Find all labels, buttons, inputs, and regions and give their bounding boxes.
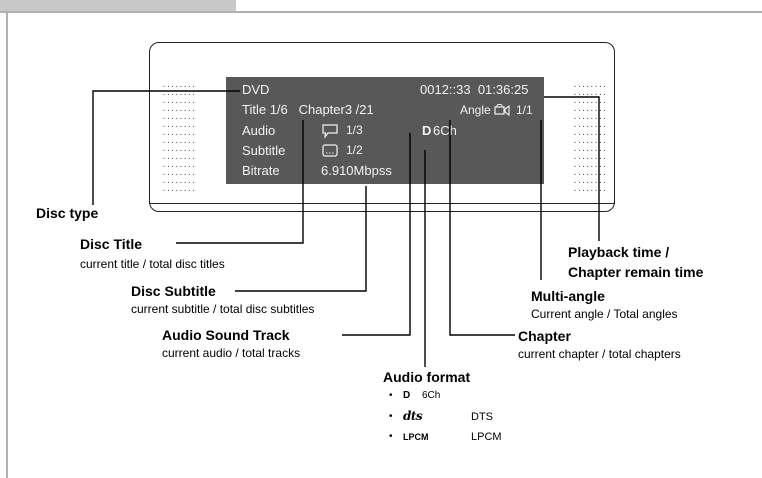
speaker-grille-left: ........ ........ ........ ........ ....… [162, 82, 196, 194]
osd-title-chapter: Title 1/6 Chapter3 /21 [242, 102, 374, 117]
line-disc-type [92, 90, 240, 205]
player-panel-base [149, 203, 615, 213]
label-playback-line2: Chapter remain time [568, 264, 704, 280]
desc-disc-subtitle: current subtitle / total disc subtitles [131, 302, 315, 316]
format-bullet-1: • [389, 390, 393, 401]
format-name-lpcm: LPCM [471, 431, 502, 443]
label-disc-subtitle: Disc Subtitle [131, 283, 216, 299]
label-audio-track: Audio Sound Track [162, 327, 290, 343]
subtitle-box-icon [322, 144, 338, 157]
speaker-grille-right: ........ ........ ........ ........ ....… [573, 82, 607, 194]
osd-screen: DVD 0012::33 01:36:25 Title 1/6 Chapter3… [226, 77, 544, 184]
format-bullet-2: • [389, 411, 393, 422]
speech-bubble-icon [322, 124, 338, 138]
line-chapter [449, 120, 515, 336]
format-name-6ch: 6Ch [422, 390, 441, 401]
label-disc-type: Disc type [36, 205, 99, 221]
osd-subtitle-value: 1/2 [346, 143, 363, 157]
osd-time: 0012::33 01:36:25 [420, 82, 529, 97]
angle-camera-icon [494, 104, 510, 117]
osd-angle-label: Angle [460, 103, 491, 117]
line-playback [544, 96, 600, 241]
format-bullet-3: • [389, 431, 393, 442]
osd-audio-value: 1/3 [346, 123, 363, 137]
line-audio-track [342, 133, 411, 336]
label-chapter: Chapter [518, 328, 571, 344]
osd-audio-label: Audio [242, 123, 276, 138]
osd-disc-type: DVD [242, 82, 270, 97]
header-tab [0, 0, 236, 11]
osd-dolby-d-logo: D [422, 123, 432, 138]
frame-top-rule [0, 11, 762, 13]
osd-audio-format: 6Ch [433, 123, 457, 138]
osd-bitrate-value: 6.910Mbpss [321, 163, 392, 178]
label-multi-angle: Multi-angle [531, 288, 605, 304]
frame-left-rule [6, 11, 8, 478]
osd-angle-value: 1/1 [516, 103, 533, 117]
line-disc-title [176, 120, 304, 244]
format-logo-dts: dts [403, 409, 423, 423]
osd-subtitle-label: Subtitle [242, 143, 286, 158]
format-name-dts: DTS [471, 411, 493, 423]
label-disc-title: Disc Title [80, 236, 142, 252]
line-disc-subtitle [235, 186, 367, 292]
desc-multi-angle: Current angle / Total angles [531, 307, 678, 321]
format-logo-lpcm: LPCM [403, 432, 429, 442]
label-audio-format: Audio format [383, 369, 471, 385]
desc-audio-track: current audio / total tracks [162, 346, 301, 360]
osd-bitrate-label: Bitrate [242, 163, 280, 178]
format-logo-dolby: D [403, 390, 411, 401]
label-playback-line1: Playback time / [568, 244, 670, 260]
desc-chapter: current chapter / total chapters [518, 347, 681, 361]
desc-disc-title: current title / total disc titles [80, 257, 225, 271]
